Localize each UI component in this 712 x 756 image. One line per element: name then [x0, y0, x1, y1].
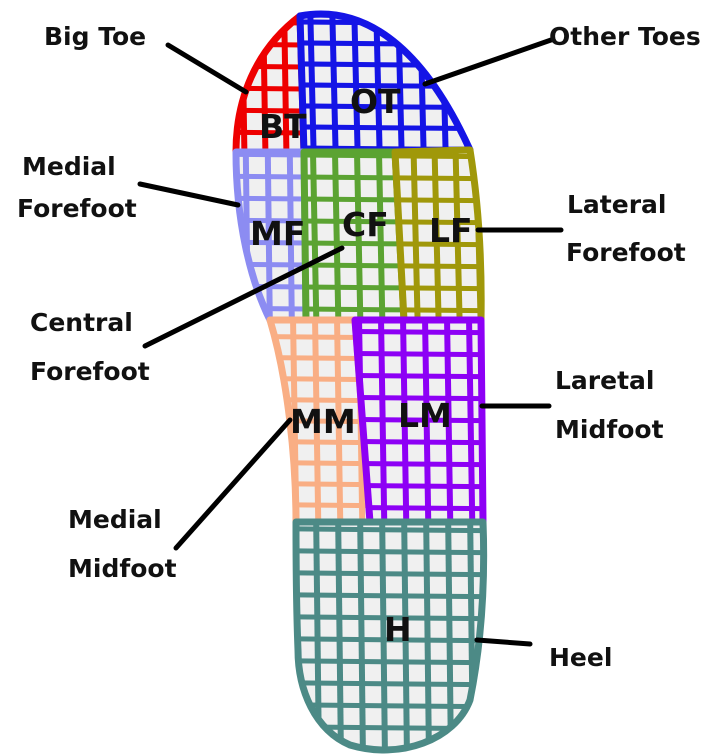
leader-line-medial-midfoot: [176, 420, 290, 548]
abbr-central-forefoot: CF: [342, 205, 389, 244]
label-central-forefoot-line2: Forefoot: [30, 357, 150, 386]
abbr-lateral-forefoot: LF: [429, 211, 473, 250]
abbr-big-toe: BT: [259, 107, 307, 146]
label-central-forefoot-line1: Central: [30, 308, 133, 337]
label-medial-forefoot-line2: Forefoot: [17, 194, 137, 223]
label-other-toes: Other Toes: [549, 22, 701, 51]
label-medial-midfoot-line1: Medial: [68, 505, 162, 534]
abbr-medial-midfoot: MM: [290, 402, 356, 441]
leader-line-other-toes: [425, 40, 551, 84]
label-medial-midfoot-line2: Midfoot: [68, 554, 177, 583]
abbr-medial-forefoot: MF: [250, 214, 305, 253]
leader-line-heel: [477, 640, 530, 644]
abbr-laretal-midfoot: LM: [398, 396, 452, 435]
abbr-other-toes: OT: [350, 82, 401, 121]
label-lateral-forefoot-line1: Lateral: [567, 190, 666, 219]
label-big-toe: Big Toe: [44, 22, 146, 51]
abbr-heel: H: [384, 610, 412, 649]
label-lateral-forefoot-line2: Forefoot: [566, 238, 686, 267]
leader-line-medial-forefoot: [140, 184, 238, 205]
label-medial-forefoot-line1: Medial: [22, 152, 116, 181]
label-heel: Heel: [549, 643, 612, 672]
label-laretal-midfoot-line1: Laretal: [555, 366, 654, 395]
leader-line-big-toe: [168, 45, 246, 92]
label-laretal-midfoot-line2: Midfoot: [555, 415, 664, 444]
